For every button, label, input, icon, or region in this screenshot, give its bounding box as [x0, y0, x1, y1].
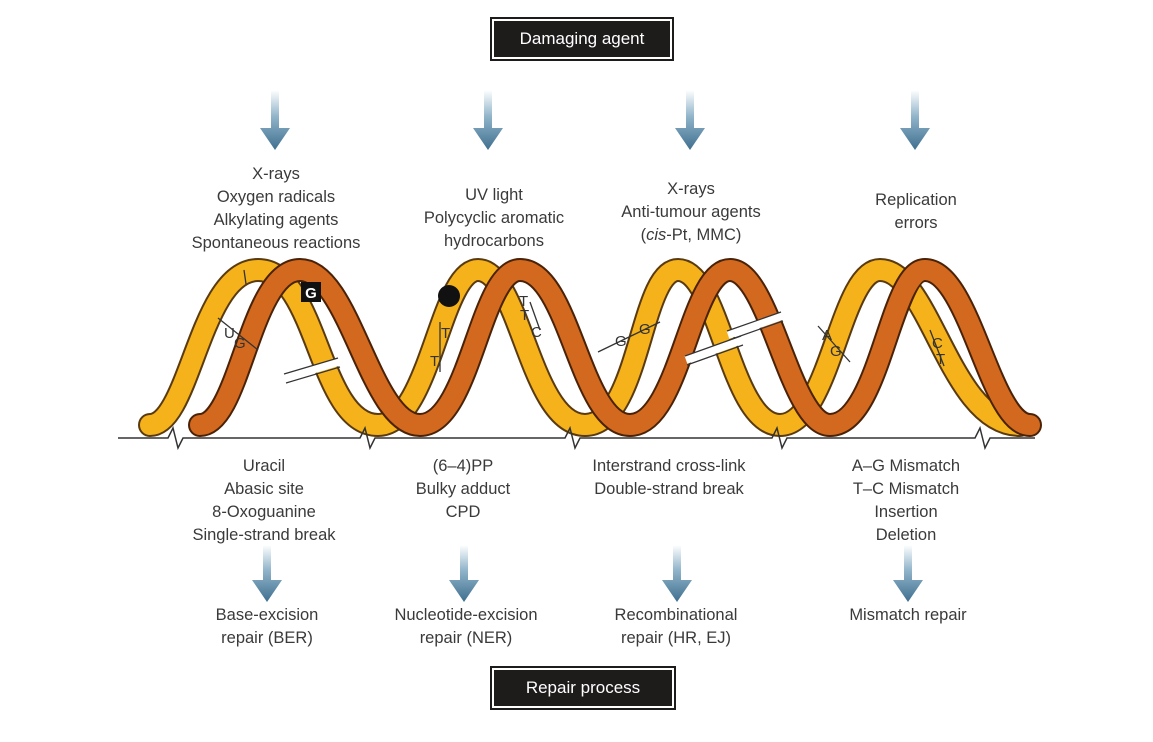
base-pair-rungs: [217, 269, 945, 372]
strand-break-marks: [283, 312, 784, 382]
lesion-group-1: Uracil Abasic site 8-Oxoguanine Single-s…: [144, 455, 384, 547]
arrow-agent-1: [260, 90, 290, 150]
lesion-1-line-3: 8-Oxoguanine: [212, 503, 316, 521]
lesion-1-line-2: Abasic site: [224, 480, 304, 498]
base-g-right: G: [639, 321, 651, 338]
agent-group-2: UV light Polycyclic aromatic hydrocarbon…: [374, 184, 614, 253]
lesion-4-line-1: A–G Mismatch: [851, 457, 961, 475]
lesion-3-line-1: Interstrand cross-link: [592, 457, 746, 475]
agent-4-line-1: Replication: [875, 191, 957, 209]
lesion-3-line-2: Double-strand break: [594, 480, 744, 498]
arrow-agent-4: [900, 90, 930, 150]
base-g: G: [234, 335, 246, 352]
lesion-group-3: Interstrand cross-link Double-strand bre…: [549, 455, 789, 501]
dna-back-strand-fill: [140, 259, 1030, 436]
lesion-4-line-4: Deletion: [875, 526, 937, 544]
base-t-4: T: [430, 353, 439, 370]
repair-group-1: Base-excision repair (BER): [147, 604, 387, 650]
base-c-mismatch: C: [932, 335, 943, 352]
agent-group-1: X-rays Oxygen radicals Alkylating agents…: [156, 163, 396, 255]
base-t-3: T: [441, 325, 450, 342]
base-t-2: T: [520, 307, 529, 324]
repair-4-line-1: Mismatch repair: [849, 606, 967, 624]
base-g-left: G: [615, 333, 627, 350]
bulky-adduct-dot: [438, 285, 460, 307]
repair-3-line-1: Recombinational: [614, 606, 738, 624]
agent-3-line-1: X-rays: [667, 180, 715, 198]
base-g-oxo: G: [305, 285, 317, 302]
lesion-2-line-2: Bulky adduct: [415, 480, 511, 498]
repair-group-3: Recombinational repair (HR, EJ): [556, 604, 796, 650]
agent-arrows: [260, 90, 930, 150]
base-g-mismatch: G: [830, 343, 842, 360]
repair-group-4: Mismatch repair: [788, 604, 1028, 627]
arrow-repair-4: [893, 545, 923, 602]
lesion-2-line-3: CPD: [445, 503, 481, 521]
base-u: U: [224, 325, 235, 342]
repair-2-line-1: Nucleotide-excision: [394, 606, 538, 624]
base-t-mismatch: T: [936, 351, 945, 368]
agent-1-line-2: Oxygen radicals: [216, 188, 336, 206]
damaging-agent-title: Damaging agent: [490, 17, 674, 61]
base-t-top: T: [519, 293, 528, 310]
lesion-4-line-2: T–C Mismatch: [852, 480, 960, 498]
agent-group-3: X-rays Anti-tumour agents (cis-Pt, MMC): [571, 178, 811, 247]
repair-1-line-2: repair (BER): [221, 629, 313, 647]
agent-2-line-2: Polycyclic aromatic: [423, 209, 565, 227]
agent-1-line-1: X-rays: [252, 165, 300, 183]
repair-3-line-2: repair (HR, EJ): [620, 629, 731, 647]
agent-2-line-3: hydrocarbons: [444, 232, 544, 250]
base-a: A: [822, 327, 832, 344]
repair-1-line-1: Base-excision: [215, 606, 319, 624]
arrow-repair-3: [662, 545, 692, 602]
repair-group-2: Nucleotide-excision repair (NER): [346, 604, 586, 650]
lesion-1-line-4: Single-strand break: [192, 526, 336, 544]
repair-arrows: [252, 545, 923, 602]
agent-group-4: Replication errors: [796, 189, 1036, 235]
lesion-2-line-1: (6–4)PP: [432, 457, 494, 475]
lesion-4-line-3: Insertion: [874, 503, 938, 521]
agent-1-line-3: Alkylating agents: [213, 211, 339, 229]
repair-process-title: Repair process: [490, 666, 676, 710]
oxoguanine-box: [301, 282, 321, 302]
lesion-group-2: (6–4)PP Bulky adduct CPD: [343, 455, 583, 524]
agent-4-line-2: errors: [894, 214, 938, 232]
lesion-group-4: A–G Mismatch T–C Mismatch Insertion Dele…: [786, 455, 1026, 547]
arrow-agent-3: [675, 90, 705, 150]
agent-3-line-3: (cis-Pt, MMC): [640, 226, 742, 244]
agent-3-line-2: Anti-tumour agents: [621, 203, 761, 221]
agent-1-line-4: Spontaneous reactions: [191, 234, 361, 252]
arrow-repair-2: [449, 545, 479, 602]
dna-front-strand: [190, 259, 1040, 436]
base-c: C: [531, 324, 542, 341]
arrow-repair-1: [252, 545, 282, 602]
agent-2-line-1: UV light: [465, 186, 523, 204]
arrow-agent-2: [473, 90, 503, 150]
helix-axis: [118, 425, 1035, 451]
repair-2-line-2: repair (NER): [419, 629, 513, 647]
lesion-1-line-1: Uracil: [242, 457, 286, 475]
